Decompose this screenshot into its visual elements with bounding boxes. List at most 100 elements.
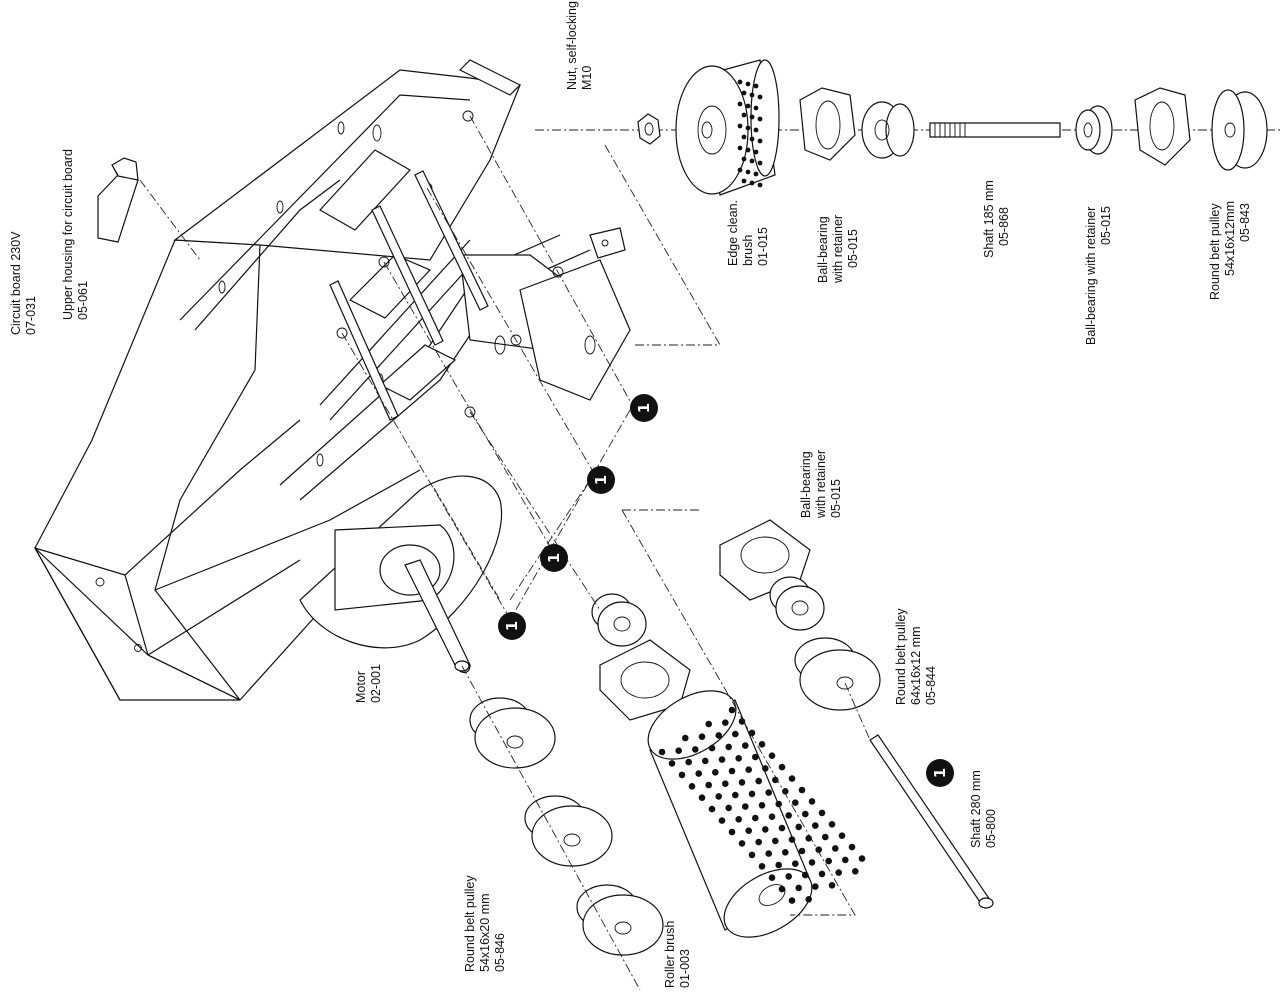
brush-bristle <box>748 790 756 798</box>
label-roller-brush: Roller brush 01-003 <box>663 921 692 988</box>
brush-bristle <box>812 822 819 829</box>
label-bearing-right: Ball-bearing with retainer 05-015 <box>1084 206 1113 345</box>
edge-brush-bristle <box>737 101 743 107</box>
brush-bristle <box>838 832 846 839</box>
upper-housing-part <box>97 157 139 243</box>
edge-brush-bristle <box>749 92 755 98</box>
brush-bristle <box>768 874 776 881</box>
brush-bristle <box>698 794 706 801</box>
brush-bristle <box>718 756 726 763</box>
svg-text:Ball-bearing with retainer: Ball-bearing with retainer <box>1084 207 1098 345</box>
edge-brush-bristle <box>745 103 751 109</box>
pulley-left-stack <box>461 665 664 991</box>
svg-text:05-800: 05-800 <box>984 809 998 848</box>
svg-text:Nut, self-locking: Nut, self-locking <box>565 1 579 90</box>
edge-brush-bristle <box>749 136 755 142</box>
brush-bristle <box>788 775 796 782</box>
brush-bristle <box>835 869 842 876</box>
brush-bristle <box>688 783 696 790</box>
svg-text:with retainer: with retainer <box>814 450 828 519</box>
edge-brush-bristle <box>753 149 759 155</box>
edge-brush-bristle <box>757 138 763 144</box>
brush-bristle <box>788 897 796 904</box>
edge-brush-bristle <box>757 182 763 188</box>
brush-bristle <box>712 769 719 776</box>
brush-bristle <box>725 804 732 812</box>
brush-bristle <box>758 802 766 809</box>
label-pulley-left: Round belt pulley 54x16x20 mm 05-846 <box>463 875 507 972</box>
brush-bristle <box>722 719 729 726</box>
brush-bristle <box>755 838 762 846</box>
svg-text:Motor: Motor <box>354 671 368 703</box>
label-pulley-top: Round belt pulley 54x16x12mm 05-843 <box>1208 201 1252 300</box>
brush-bristle <box>818 870 826 878</box>
brush-bristle <box>788 836 796 843</box>
brush-bristle <box>828 821 836 828</box>
brush-bristle <box>738 840 746 847</box>
brush-bristle <box>728 828 736 836</box>
brush-bristle <box>778 824 786 832</box>
brush-bristle <box>798 847 806 855</box>
edge-brush-bristle <box>757 160 763 166</box>
brush-bristle <box>695 770 702 777</box>
label-pulley-mid: Round belt pulley 64x16x12 mm 05-844 <box>894 608 938 705</box>
svg-text:01-003: 01-003 <box>678 949 692 988</box>
svg-text:Edge clean.: Edge clean. <box>726 200 740 266</box>
svg-text:54x16x20 mm: 54x16x20 mm <box>478 893 492 972</box>
edge-brush-bristle <box>753 171 759 177</box>
svg-text:02-001: 02-001 <box>369 664 383 703</box>
svg-text:05-061: 05-061 <box>76 281 90 320</box>
brush-bristle <box>685 758 692 766</box>
brush-bristle <box>738 718 746 725</box>
brush-bristle <box>828 882 836 889</box>
brush-bristle <box>805 896 812 903</box>
edge-brush-bristle <box>745 125 751 131</box>
svg-text:Shaft 280 mm: Shaft 280 mm <box>969 770 983 848</box>
label-edge-brush: Edge clean. brush 01-015 <box>726 200 770 266</box>
svg-text:64x16x12 mm: 64x16x12 mm <box>909 626 923 705</box>
svg-text:01-015: 01-015 <box>756 227 770 266</box>
brush-bristle <box>842 856 849 864</box>
bearing-center-stack <box>591 593 691 721</box>
brush-bristle <box>808 859 816 866</box>
edge-brush-bristle <box>737 123 743 129</box>
brush-bristle <box>738 779 746 786</box>
edge-brush-bristle <box>745 169 751 175</box>
brush-bristle <box>858 855 866 862</box>
brush-bristle <box>725 743 732 751</box>
brush-bristle <box>742 803 749 810</box>
svg-text:05-843: 05-843 <box>1238 203 1252 242</box>
brush-bristle <box>778 763 786 771</box>
brush-bristle <box>775 800 782 808</box>
brush-bristle <box>732 791 739 799</box>
badge-1-icon: 1 <box>587 466 615 494</box>
brush-bristle <box>678 771 686 779</box>
edge-brush-bristle <box>749 114 755 120</box>
brush-bristle <box>748 851 756 859</box>
brush-bristle <box>795 884 802 892</box>
svg-text:05-844: 05-844 <box>924 666 938 705</box>
brush-bristle <box>768 752 776 759</box>
badge-1-icon: 1 <box>540 544 568 572</box>
edge-brush-bristle <box>745 81 751 87</box>
brush-bristle <box>782 788 789 795</box>
svg-text:1: 1 <box>635 403 653 413</box>
svg-text:05-868: 05-868 <box>997 207 1011 246</box>
edge-brush-bristle <box>737 79 743 85</box>
brush-bristle <box>792 799 799 806</box>
label-shaft-280: Shaft 280 mm 05-800 <box>969 770 998 848</box>
edge-brush-bristle <box>749 180 755 186</box>
label-nut: Nut, self-locking M10 <box>565 1 594 90</box>
brush-bristle <box>795 823 802 831</box>
brush-bristle <box>698 733 706 740</box>
brush-bristle <box>742 742 749 749</box>
brush-bristle <box>832 845 839 852</box>
edge-brush-bristle <box>741 112 747 118</box>
edge-brush-bristle <box>741 178 747 184</box>
svg-text:05-015: 05-015 <box>829 479 843 518</box>
label-bearing-mid: Ball-bearing with retainer 05-015 <box>799 450 843 519</box>
svg-text:Round belt pulley: Round belt pulley <box>463 875 477 972</box>
svg-text:54x16x12mm: 54x16x12mm <box>1223 201 1237 276</box>
brush-bristle <box>808 798 816 805</box>
